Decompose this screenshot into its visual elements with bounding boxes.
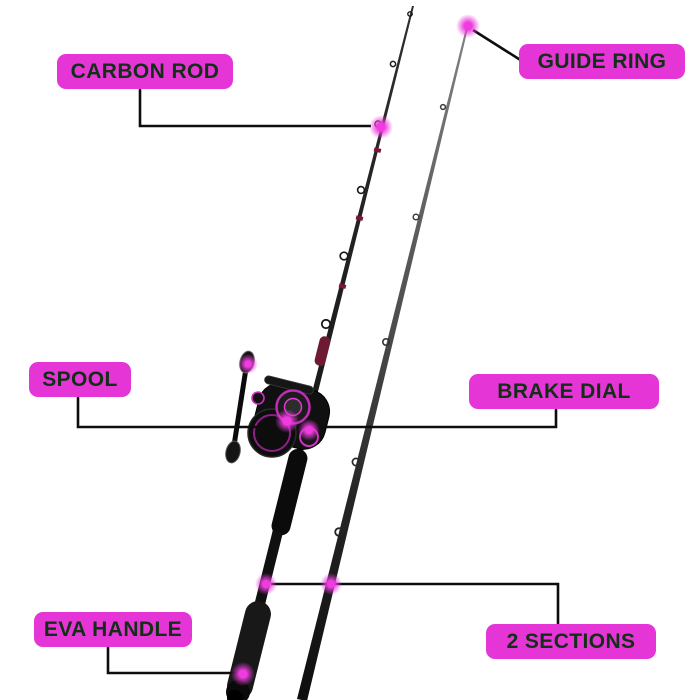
reel-handle-knob <box>225 440 241 464</box>
label-guide-ring: GUIDE RING <box>519 44 685 79</box>
carbon-rod-marker-dot <box>369 115 393 139</box>
spool-callout-line <box>76 397 277 429</box>
guide-ring-small-icon <box>412 213 420 221</box>
sections-callout-line <box>271 582 560 624</box>
guide-ring-small-icon <box>351 457 361 467</box>
label-2-sections: 2 SECTIONS <box>486 624 656 659</box>
spool-marker-dot <box>275 409 299 433</box>
thread-wrap <box>338 283 347 289</box>
guide-ring-small-icon <box>339 251 349 261</box>
thread-wrap <box>355 215 364 221</box>
reel-handle-arm <box>230 361 250 453</box>
star-drag <box>251 391 265 405</box>
guide-ring-marker-dot <box>456 14 480 38</box>
sections-marker-dot-left <box>255 573 277 595</box>
baitcasting-reel <box>225 350 331 464</box>
sections-marker-dot-right <box>320 573 342 595</box>
brake-dial-marker-dot <box>298 419 320 441</box>
eva-handle-marker-dot <box>231 662 255 686</box>
carbon-rod-callout-line <box>138 89 371 128</box>
guide-ring-small-icon <box>381 337 390 346</box>
eva-handle-callout-line <box>106 647 237 675</box>
foregrip <box>314 336 331 366</box>
butt-cap-end <box>227 690 243 700</box>
handle-shaft <box>253 530 282 611</box>
reel-side-accent <box>253 414 291 452</box>
trigger-grip <box>271 449 308 536</box>
guide-ring-callout-line <box>472 28 523 63</box>
guide-ring-small-icon <box>320 318 332 330</box>
guide-ring-small-icon <box>439 103 447 111</box>
tip-guide-icon <box>407 11 413 17</box>
label-brake-dial: BRAKE DIAL <box>469 374 659 409</box>
handle-knob-glow-core <box>244 360 252 368</box>
brake-dial-callout-line <box>313 409 558 429</box>
guide-ring-small-icon <box>356 185 366 195</box>
part-markers <box>231 14 480 686</box>
guide-ring-small-icon <box>389 60 397 68</box>
rod-tip-section <box>297 24 469 700</box>
label-carbon-rod: CARBON ROD <box>57 54 233 89</box>
callout-lines <box>76 28 560 675</box>
label-spool: SPOOL <box>29 362 131 397</box>
guide-ring-small-icon <box>334 527 344 537</box>
label-eva-handle: EVA HANDLE <box>34 612 192 647</box>
reel-line-guide <box>264 375 314 395</box>
thread-wrap <box>373 147 382 153</box>
